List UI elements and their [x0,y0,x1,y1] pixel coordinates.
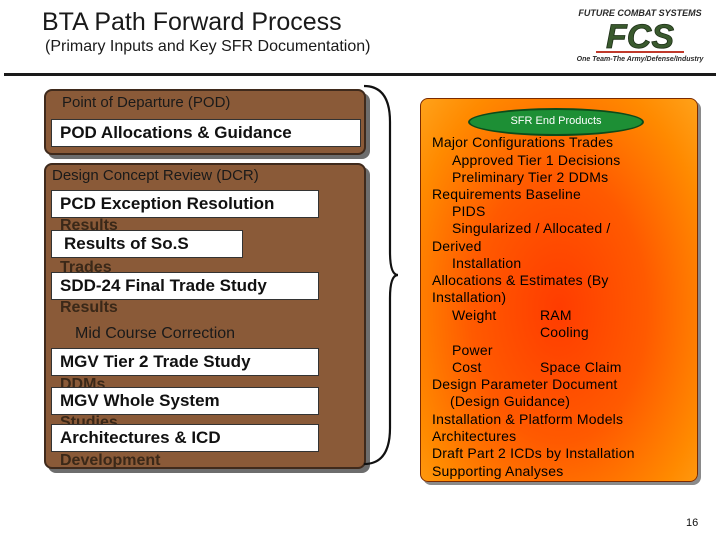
product-line: Design Parameter Document [432,376,618,392]
trade-item: Architectures & ICD [51,424,319,452]
product-line: Requirements Baseline [432,186,581,202]
logo-tagline-bottom: One Team-The Army/Defense/Industry [577,56,705,63]
trade-item: PCD Exception Resolution [51,190,319,218]
page-title: BTA Path Forward Process [42,8,342,36]
mid-course-label: Mid Course Correction [75,325,236,342]
product-line: Cooling [540,324,589,340]
product-line: Allocations & Estimates (By [432,272,609,288]
product-line: Draft Part 2 ICDs by Installation [432,445,635,461]
product-line: Approved Tier 1 Decisions [452,152,621,168]
item-overflow-text: Development [60,452,161,469]
trade-item: SDD-24 Final Trade Study [51,272,319,300]
pod-item: POD Allocations & Guidance [51,119,361,147]
item-overflow-text: Trades [60,259,112,276]
product-line: Cost [452,359,482,375]
product-line: PIDS [452,203,486,219]
product-line: Power [452,342,493,358]
product-line: Installation [452,255,522,271]
item-overflow-text: Results [60,217,118,234]
product-line: Space Claim [540,359,622,375]
header-divider [4,73,716,76]
sfr-end-products-panel [420,98,698,482]
product-line: Singularized / Allocated / [452,220,611,236]
sfr-end-products-badge: SFR End Products [468,108,644,136]
product-line: Installation & Platform Models [432,411,624,427]
product-line: Weight [452,307,497,323]
product-line: Derived [432,238,482,254]
trade-item: MGV Whole System [51,387,319,415]
brace-connector [363,84,399,466]
page-subtitle: (Primary Inputs and Key SFR Documentatio… [45,38,371,55]
product-line: Supporting Analyses [432,463,564,479]
product-line: Major Configurations Trades [432,134,614,150]
dcr-label: Design Concept Review (DCR) [52,167,259,184]
logo-mark: FCS [606,18,674,56]
trade-item: MGV Tier 2 Trade Study [51,348,319,376]
product-line: Architectures [432,428,517,444]
pod-label: Point of Departure (POD) [62,94,231,111]
product-line: Installation) [432,289,507,305]
fcs-logo: FUTURE COMBAT SYSTEMS FCS One Team-The A… [572,8,708,63]
item-overflow-text: Results [60,299,118,316]
product-line: Preliminary Tier 2 DDMs [452,169,609,185]
logo-tagline-top: FUTURE COMBAT SYSTEMS [578,8,701,18]
page-number: 16 [686,517,699,529]
product-line: (Design Guidance) [450,393,571,409]
trade-item: Results of So.S [51,230,243,258]
product-line: RAM [540,307,572,323]
